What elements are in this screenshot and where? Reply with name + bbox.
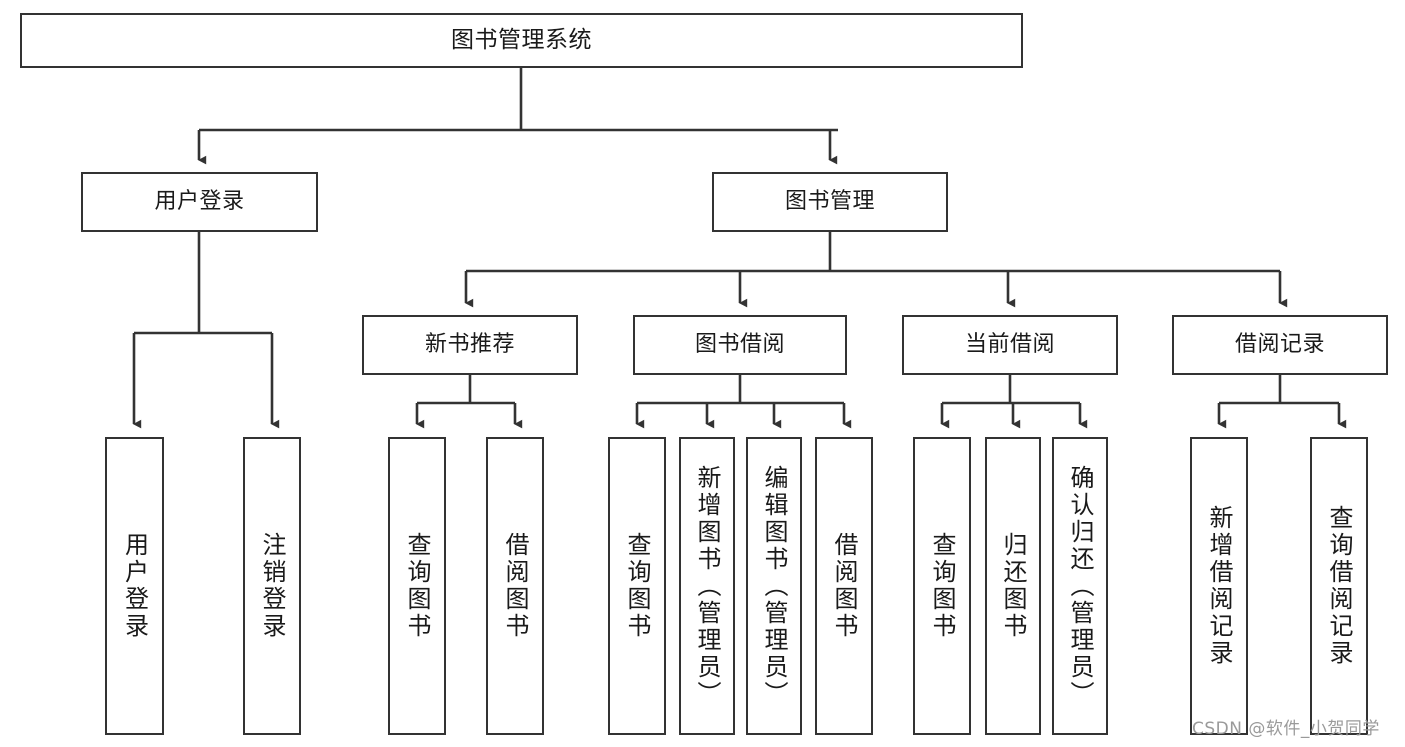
node-user-login[interactable]: 用户登录 — [81, 172, 318, 232]
leaf-logout-login[interactable]: 注销登录 — [243, 437, 301, 735]
leaf-borrow-book[interactable]: 借阅图书 — [815, 437, 873, 735]
leaf-query-book-current[interactable]: 查询图书 — [913, 437, 971, 735]
leaf-query-borrow-record[interactable]: 查询借阅记录 — [1310, 437, 1368, 735]
node-new-book-recommend[interactable]: 新书推荐 — [362, 315, 578, 375]
leaf-user-login-label: 用户登录 — [120, 532, 149, 640]
leaf-add-book-admin[interactable]: 新增图书（管理员） — [679, 437, 735, 735]
leaf-query-borrow-record-label: 查询借阅记录 — [1325, 505, 1353, 667]
leaf-borrow-book-recommend[interactable]: 借阅图书 — [486, 437, 544, 735]
leaf-return-book[interactable]: 归还图书 — [985, 437, 1041, 735]
leaf-edit-book-admin[interactable]: 编辑图书（管理员） — [746, 437, 802, 735]
leaf-borrow-book-recommend-label: 借阅图书 — [501, 532, 529, 640]
node-root-label: 图书管理系统 — [451, 26, 592, 53]
leaf-add-borrow-record-label: 新增借阅记录 — [1205, 505, 1233, 667]
node-book-borrow-label: 图书借阅 — [694, 332, 785, 358]
node-borrow-record[interactable]: 借阅记录 — [1172, 315, 1388, 375]
node-current-borrow[interactable]: 当前借阅 — [902, 315, 1118, 375]
csdn-watermark: CSDN @软件_小贺同学 — [1192, 719, 1380, 739]
node-book-management[interactable]: 图书管理 — [712, 172, 948, 232]
leaf-confirm-return-admin-label: 确认归还（管理员） — [1066, 464, 1094, 708]
node-new-book-recommend-label: 新书推荐 — [424, 332, 515, 358]
leaf-return-book-label: 归还图书 — [999, 532, 1027, 640]
leaf-edit-book-admin-label: 编辑图书（管理员） — [760, 464, 788, 708]
leaf-query-book-recommend-label: 查询图书 — [403, 532, 431, 640]
leaf-borrow-book-label: 借阅图书 — [830, 532, 858, 640]
leaf-logout-login-label: 注销登录 — [258, 532, 286, 640]
leaf-query-book-recommend[interactable]: 查询图书 — [388, 437, 446, 735]
leaf-confirm-return-admin[interactable]: 确认归还（管理员） — [1052, 437, 1108, 735]
leaf-user-login[interactable]: 用户登录 — [105, 437, 164, 735]
leaf-query-book-borrow[interactable]: 查询图书 — [608, 437, 666, 735]
leaf-query-book-borrow-label: 查询图书 — [623, 532, 651, 640]
leaf-add-borrow-record[interactable]: 新增借阅记录 — [1190, 437, 1248, 735]
node-current-borrow-label: 当前借阅 — [964, 332, 1055, 358]
node-borrow-record-label: 借阅记录 — [1234, 332, 1325, 358]
leaf-query-book-current-label: 查询图书 — [928, 532, 956, 640]
node-user-login-label: 用户登录 — [154, 189, 245, 215]
leaf-add-book-admin-label: 新增图书（管理员） — [693, 464, 721, 708]
node-book-borrow[interactable]: 图书借阅 — [633, 315, 847, 375]
node-book-management-label: 图书管理 — [784, 189, 875, 215]
node-root[interactable]: 图书管理系统 — [20, 13, 1023, 68]
